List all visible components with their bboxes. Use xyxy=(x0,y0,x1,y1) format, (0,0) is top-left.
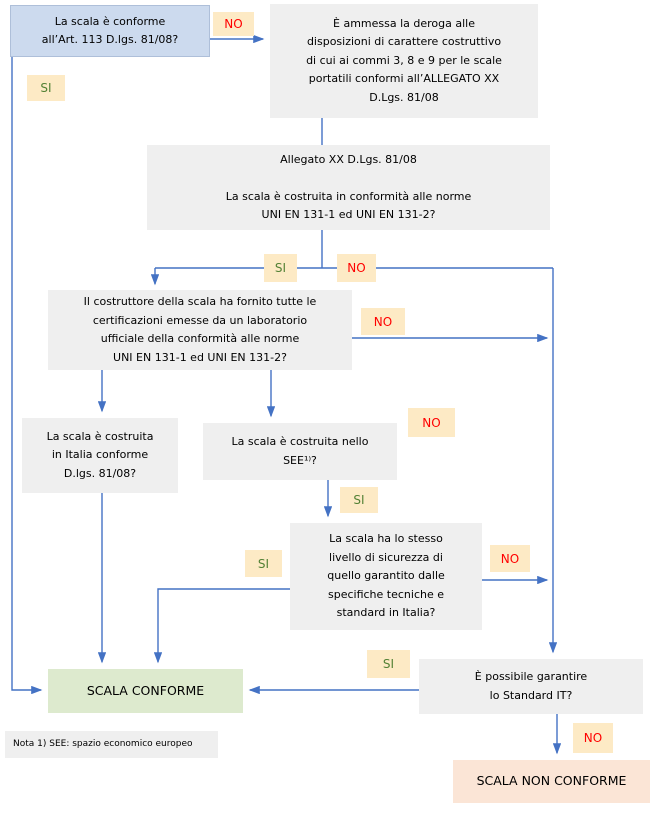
connector-art113-si-conforme xyxy=(11,57,43,695)
outcome-scala-conforme: SCALA CONFORME xyxy=(48,669,243,713)
tag-no-standard-it: NO xyxy=(573,723,613,753)
decision-standard-it: È possibile garantire lo Standard IT? xyxy=(419,659,643,714)
decision-costruita-see: La scala è costruita nello SEE¹⁾? xyxy=(203,423,397,480)
process-deroga: È ammessa la deroga alle disposizioni di… xyxy=(270,4,538,118)
tag-no-livello: NO xyxy=(490,545,530,572)
outcome-scala-non-conforme: SCALA NON CONFORME xyxy=(453,760,650,803)
decision-art113: La scala è conforme all’Art. 113 D.lgs. … xyxy=(10,5,210,57)
tag-si-allegato: SI xyxy=(264,254,297,282)
decision-costruita-italia: La scala è costruita in Italia conforme … xyxy=(22,418,178,493)
tag-si-livello: SI xyxy=(245,550,282,577)
tag-no-costruttore: NO xyxy=(361,308,405,335)
connector-livello-si-conforme xyxy=(153,588,290,664)
tag-no-see: NO xyxy=(408,408,455,437)
tag-si-see: SI xyxy=(340,487,378,513)
tag-si-art113: SI xyxy=(27,75,65,101)
decision-livello-sicurezza: La scala ha lo stesso livello di sicurez… xyxy=(290,523,482,630)
decision-allegato-xx: Allegato XX D.Lgs. 81/08 La scala è cost… xyxy=(147,145,550,230)
tag-no-allegato: NO xyxy=(337,254,376,282)
tag-si-standard-it: SI xyxy=(367,650,410,678)
tag-no-art113: NO xyxy=(213,12,254,36)
decision-certificazioni-costruttore: Il costruttore della scala ha fornito tu… xyxy=(48,290,352,370)
footnote-see: Nota 1) SEE: spazio economico europeo xyxy=(5,731,218,758)
